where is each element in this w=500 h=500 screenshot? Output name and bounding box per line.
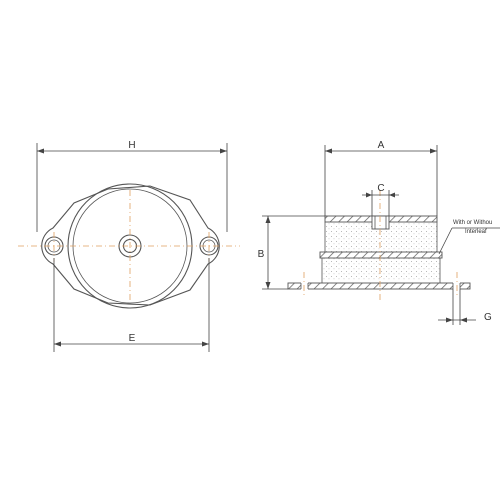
- dim-h-label: H: [128, 140, 135, 151]
- flange-outline: [41, 185, 220, 306]
- flange-hole-left: [301, 282, 308, 290]
- dim-c-label: C: [377, 183, 384, 194]
- dimension-e: E: [53, 258, 210, 352]
- dimension-a: A: [324, 140, 438, 216]
- dimension-h: H: [36, 140, 228, 232]
- dimension-b: B: [258, 215, 325, 290]
- flange-hole-right: [453, 282, 460, 290]
- front-view: H E: [18, 140, 240, 352]
- dim-b-label: B: [258, 249, 265, 260]
- dim-g-label: G: [484, 312, 492, 323]
- dim-a-label: A: [378, 140, 385, 151]
- interleaf-plate: [319, 251, 443, 259]
- base-flange: [287, 282, 471, 290]
- rubber-body-lower: [322, 258, 440, 280]
- side-view: A C B G: [258, 140, 500, 325]
- dim-e-label: E: [129, 333, 136, 344]
- interleaf-note: With or Withou Interleaf: [438, 220, 500, 255]
- note-line-2: Interleaf: [465, 229, 487, 235]
- dimension-g: G: [438, 289, 492, 325]
- threaded-insert: [371, 215, 390, 230]
- note-line-1: With or Withou: [453, 220, 492, 226]
- dimension-c: C: [362, 183, 399, 216]
